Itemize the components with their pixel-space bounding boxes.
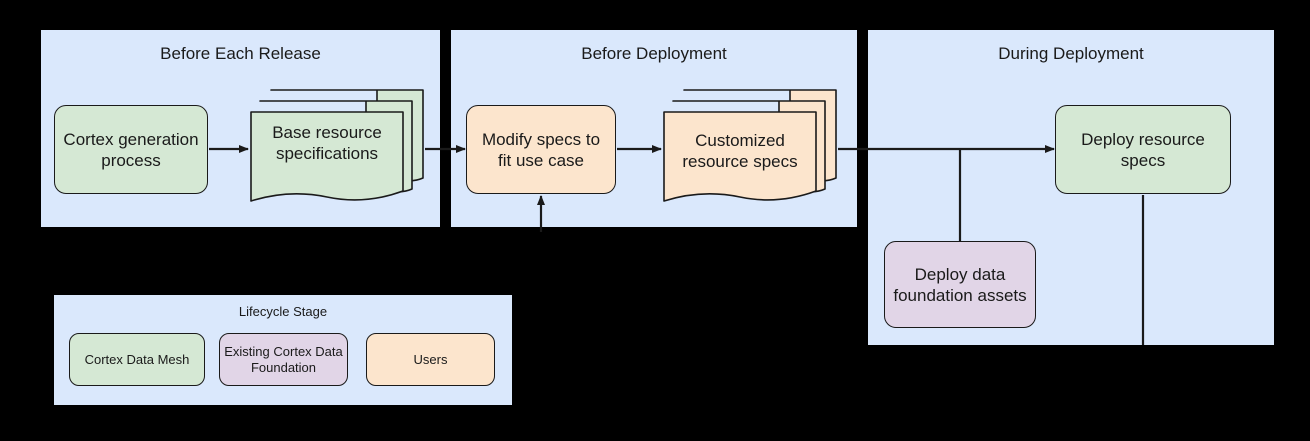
node-modify-specs-to-fit-use-case[interactable]: Modify specs to fit use case [466,105,616,194]
legend-item-cortex-data-mesh[interactable]: Cortex Data Mesh [69,333,205,386]
node-deploy-data-foundation-assets[interactable]: Deploy data foundation assets [884,241,1036,328]
node-cortex-generation-process[interactable]: Cortex generation process [54,105,208,194]
node-customized-resource-specs[interactable]: Customized resource specs [662,88,838,210]
node-label-deploy-data-foundation-assets: Deploy data foundation assets [893,264,1027,305]
lane-title-before-each-release: Before Each Release [160,44,321,63]
legend-item-users[interactable]: Users [366,333,495,386]
lane-title-during-deployment: During Deployment [998,44,1144,63]
node-deploy-resource-specs[interactable]: Deploy resource specs [1055,105,1231,194]
node-label-modify-specs-to-fit-use-case: Modify specs to fit use case [481,129,601,170]
legend-item-label-cortex-data-mesh: Cortex Data Mesh [84,351,190,367]
lane-title-before-deployment: Before Deployment [581,44,727,63]
node-base-resource-specifications[interactable]: Base resource specifications [249,88,425,210]
legend-item-label-existing-cortex-data-foundation: Existing Cortex Data Foundation [224,343,343,375]
node-label-cortex-generation-process: Cortex generation process [63,129,199,170]
legend-item-label-users: Users [413,351,448,367]
legend-item-existing-cortex-data-foundation[interactable]: Existing Cortex Data Foundation [219,333,348,386]
legend-title: Lifecycle Stage [238,304,328,319]
node-label-deploy-resource-specs: Deploy resource specs [1081,129,1205,170]
